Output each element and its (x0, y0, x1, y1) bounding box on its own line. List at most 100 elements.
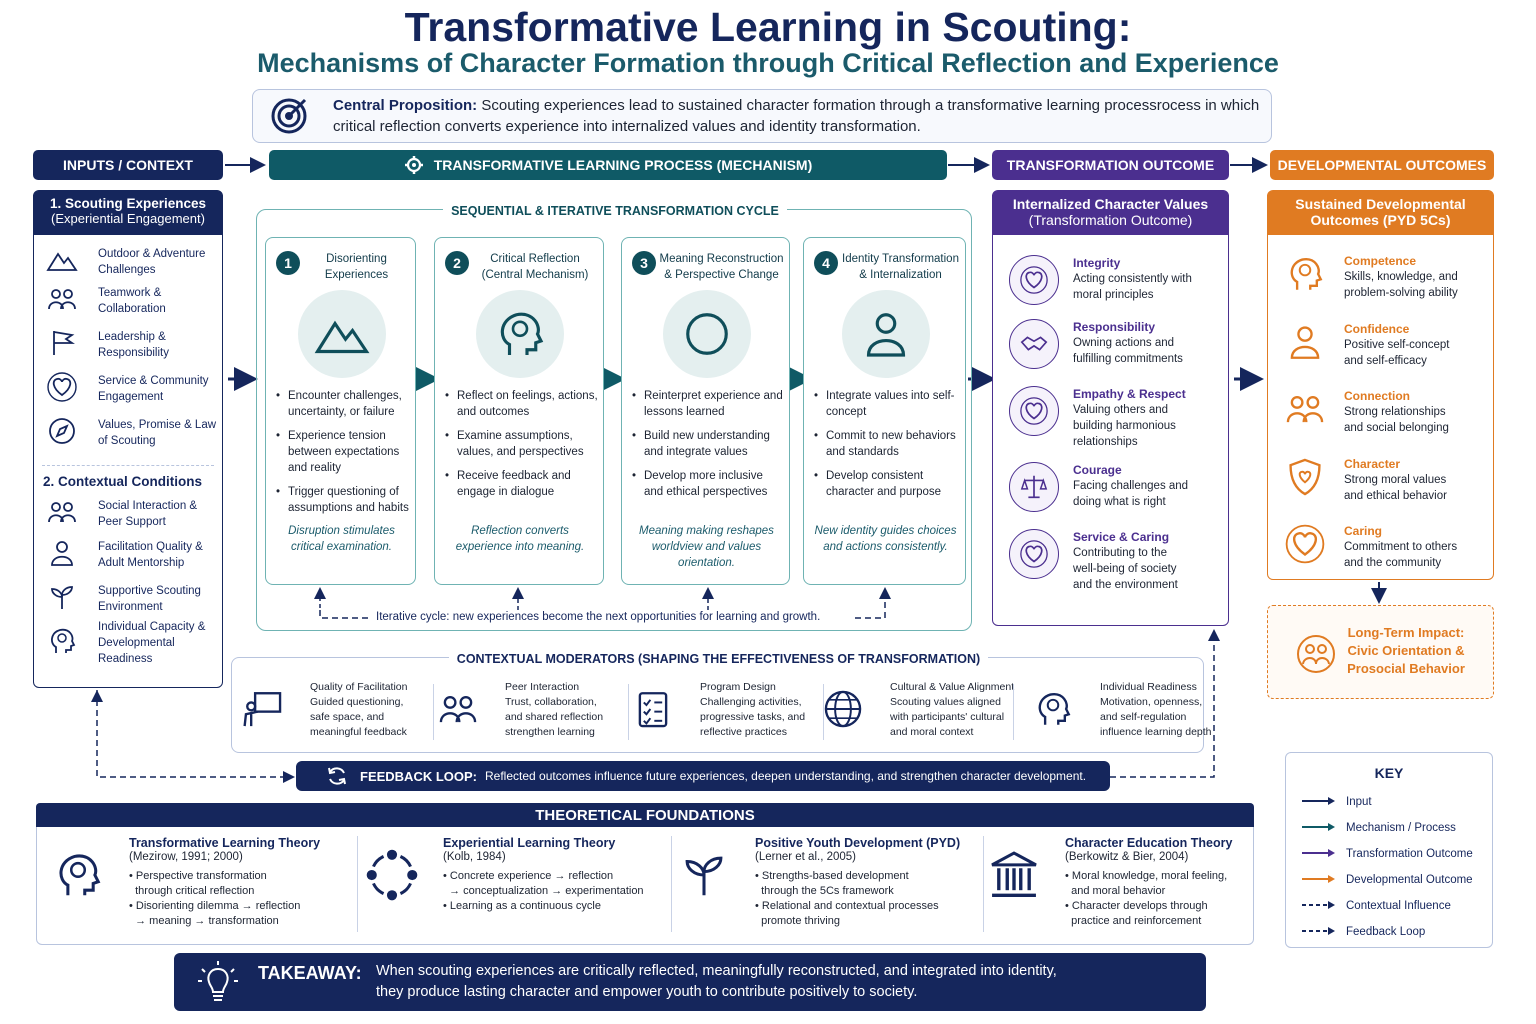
theory-point: → meaning → transformation (129, 915, 279, 927)
step-bullet: Trigger questioning of assumptions and h… (276, 484, 411, 516)
developmental-title1: Sustained Developmental (1295, 196, 1466, 212)
input-item: Facilitation Quality &Adult Mentorship (34, 533, 222, 577)
institution-icon (991, 851, 1037, 897)
head-gears-icon (500, 312, 544, 355)
step-title-line1: Disorienting (326, 253, 387, 265)
theory-point: through critical reflection (129, 885, 255, 897)
theory-point: • Perspective transformation (129, 870, 267, 882)
step-bullet: Examine assumptions, values, and perspec… (445, 428, 599, 460)
step-illustration (476, 290, 564, 378)
key-row: Input (1286, 789, 1492, 815)
pyd-desc: Skills, knowledge, and (1344, 271, 1458, 283)
moderator-title: Peer Interaction (505, 681, 580, 693)
step-bullet: Encounter challenges, uncertainty, or fa… (276, 388, 411, 420)
theory-point: • Moral knowledge, moral feeling, (1065, 870, 1228, 882)
key-arrow (1302, 901, 1335, 909)
takeaway-banner: TAKEAWAY: When scouting experiences are … (174, 953, 1206, 1011)
cycle-title: SEQUENTIAL & ITERATIVE TRANSFORMATION CY… (443, 204, 787, 218)
key-arrow (1302, 849, 1335, 857)
input-item: Leadership &Responsibility (34, 323, 222, 367)
value-desc: Facing challenges and (1073, 480, 1189, 492)
value-name: Empathy & Respect (1073, 387, 1186, 401)
value-desc: and the environment (1073, 579, 1178, 591)
key-row: Developmental Outcome (1286, 867, 1492, 893)
moderator-desc: Guided questioning, (310, 696, 404, 708)
moderator-desc: progressive tasks, and (700, 711, 806, 723)
key-label: Contextual Influence (1346, 900, 1451, 912)
value-name: Courage (1073, 463, 1122, 477)
step-title-line1: Critical Reflection (490, 253, 580, 265)
globe-icon (824, 690, 862, 728)
impact-line2: Civic Orientation & (1347, 643, 1465, 658)
takeaway-line1: When scouting experiences are critically… (376, 963, 1057, 979)
theory-name: Positive Youth Development (PYD) (755, 836, 961, 850)
moderators-title: CONTEXTUAL MODERATORS (SHAPING THE EFFEC… (448, 652, 989, 666)
input-item-line2: Responsibility (98, 347, 169, 359)
person-icon (1290, 326, 1320, 359)
head-brain-icon (1038, 693, 1071, 725)
takeaway-label: TAKEAWAY: (258, 963, 362, 983)
star-shield-icon (1289, 458, 1321, 496)
theory-citation: (Mezirow, 1991; 2000) (129, 851, 243, 863)
step-bullet: Integrate values into self-concept (814, 388, 961, 420)
compass-icon (49, 417, 75, 444)
pyd-name: Character (1344, 457, 1401, 471)
step-number: 2 (445, 251, 469, 275)
moderator-desc: meaningful feedback (310, 726, 407, 738)
key-arrow (1302, 823, 1335, 831)
puzzle-icon (685, 313, 728, 355)
header-process-label: TRANSFORMATIVE LEARNING PROCESS (MECHANI… (433, 157, 813, 173)
theory-name: Character Education Theory (1065, 836, 1233, 850)
moderator-title: Program Design (700, 681, 776, 693)
impact-line1: Long-Term Impact: (1347, 625, 1465, 640)
value-desc: doing what is right (1073, 496, 1166, 508)
theory-point: • Character develops through (1065, 900, 1208, 912)
moderator-desc: Trust, collaboration, (505, 696, 597, 708)
pyd-name: Connection (1344, 389, 1410, 403)
theory-citation: (Lerner et al., 2005) (755, 851, 857, 863)
long-term-impact: Long-Term Impact: Civic Orientation & Pr… (1267, 605, 1494, 699)
feedback-loop: FEEDBACK LOOP: Reflected outcomes influe… (296, 761, 1110, 791)
step-title-line1: Identity Transformation (842, 253, 959, 265)
pyd-desc: Positive self-concept (1344, 339, 1450, 351)
inputs-sec1-sub: (Experiential Engagement) (51, 211, 205, 226)
value-name: Service & Caring (1073, 530, 1170, 544)
header-transformation: TRANSFORMATION OUTCOME (992, 150, 1229, 180)
value-desc: fulfilling commitments (1073, 353, 1183, 365)
input-item-line1: Values, Promise & Law (98, 419, 217, 431)
step-illustration (297, 290, 386, 378)
input-item-line1: Outdoor & Adventure (98, 248, 206, 260)
step-number: 1 (276, 251, 300, 275)
pyd-desc: Strong moral values (1344, 474, 1447, 486)
moderator-desc: and self-regulation (1100, 711, 1187, 723)
heart-hand-icon (47, 371, 77, 402)
takeaway-line2: they produce lasting character and empow… (376, 984, 918, 1000)
step-bullet: Reflect on feelings, actions, and outcom… (445, 388, 599, 420)
input-item: Individual Capacity &Developmental Readi… (34, 621, 222, 665)
value-name: Integrity (1073, 256, 1121, 270)
key-row: Feedback Loop (1286, 919, 1492, 945)
step-title-line2: & Internalization (859, 269, 942, 281)
feedback-text: Reflected outcomes influence future expe… (485, 769, 1087, 783)
inputs-card: 1. Scouting Experiences (Experiential En… (33, 190, 223, 688)
input-item-line1: Service & Community (98, 375, 209, 387)
step-bullet: Develop more inclusive and ethical persp… (632, 468, 785, 500)
plant-icon (685, 856, 723, 896)
teacher-board-icon (243, 692, 282, 727)
page-subtitle: Mechanisms of Character Formation throug… (257, 48, 1279, 78)
pyd-name: Confidence (1344, 322, 1410, 336)
step-summary: Reflection converts experience into mean… (455, 525, 585, 553)
moderator-desc: influence learning depth (1100, 726, 1212, 738)
pyd-desc: and the community (1344, 557, 1442, 569)
step-bullet: Receive feedback and engage in dialogue (445, 468, 599, 500)
key-label: Feedback Loop (1346, 926, 1426, 938)
